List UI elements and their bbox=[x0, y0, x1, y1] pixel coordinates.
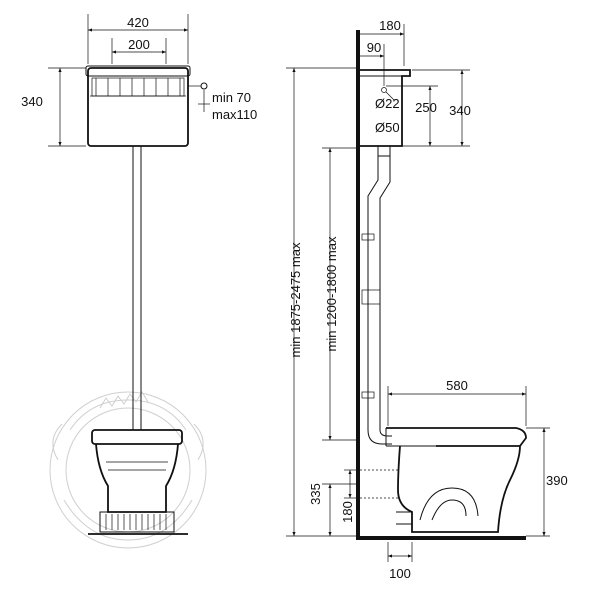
dim-side-offset: 90 bbox=[367, 40, 381, 55]
side-seat bbox=[386, 427, 527, 447]
side-view: 180 90 Ø22 Ø50 250 340 min 1875-2475 max… bbox=[286, 18, 568, 581]
inlet-icon bbox=[381, 87, 387, 93]
front-view: 420 200 340 min 70 max110 bbox=[21, 14, 257, 535]
dim-outlet-height: 335 bbox=[308, 483, 323, 505]
side-cistern bbox=[360, 69, 411, 147]
wall bbox=[356, 30, 360, 540]
front-pedestal-fluting bbox=[105, 514, 167, 530]
dim-front-width: 420 bbox=[127, 15, 149, 30]
dim-outlet-diameter: 180 bbox=[340, 501, 355, 523]
label-inlet-diameter: Ø22 bbox=[375, 96, 400, 111]
floor bbox=[356, 536, 526, 540]
dim-side-depth: 180 bbox=[379, 18, 401, 33]
dim-front-height: 340 bbox=[21, 94, 43, 109]
front-seat bbox=[91, 429, 183, 445]
dim-bowl-length: 580 bbox=[446, 378, 468, 393]
side-bowl bbox=[397, 445, 521, 533]
dim-overall-height: min 1875-2475 max bbox=[288, 242, 303, 357]
dim-pipe-height: min 1200-1800 max bbox=[324, 236, 339, 351]
dim-lever-max: max110 bbox=[212, 107, 257, 122]
pipe-bracket-lower bbox=[361, 391, 375, 399]
dim-side-cistern-height: 340 bbox=[449, 103, 471, 118]
front-cistern-panels bbox=[90, 77, 186, 97]
side-outlet bbox=[377, 145, 391, 157]
pipe-joint bbox=[361, 289, 381, 305]
dim-bowl-height: 390 bbox=[546, 473, 568, 488]
dim-front-button-spacing: 200 bbox=[128, 37, 150, 52]
front-pedestal bbox=[99, 511, 175, 533]
pipe-bracket-upper bbox=[361, 233, 375, 241]
pull-handle-icon bbox=[200, 82, 208, 90]
label-outlet-diameter: Ø50 bbox=[375, 120, 400, 135]
front-bowl bbox=[95, 443, 179, 513]
dim-lever-min: min 70 bbox=[212, 90, 251, 105]
front-cistern bbox=[87, 67, 189, 147]
front-cistern-lid bbox=[85, 65, 191, 77]
dim-wall-distance: 100 bbox=[389, 566, 411, 581]
dim-side-inlet-height: 250 bbox=[415, 100, 437, 115]
